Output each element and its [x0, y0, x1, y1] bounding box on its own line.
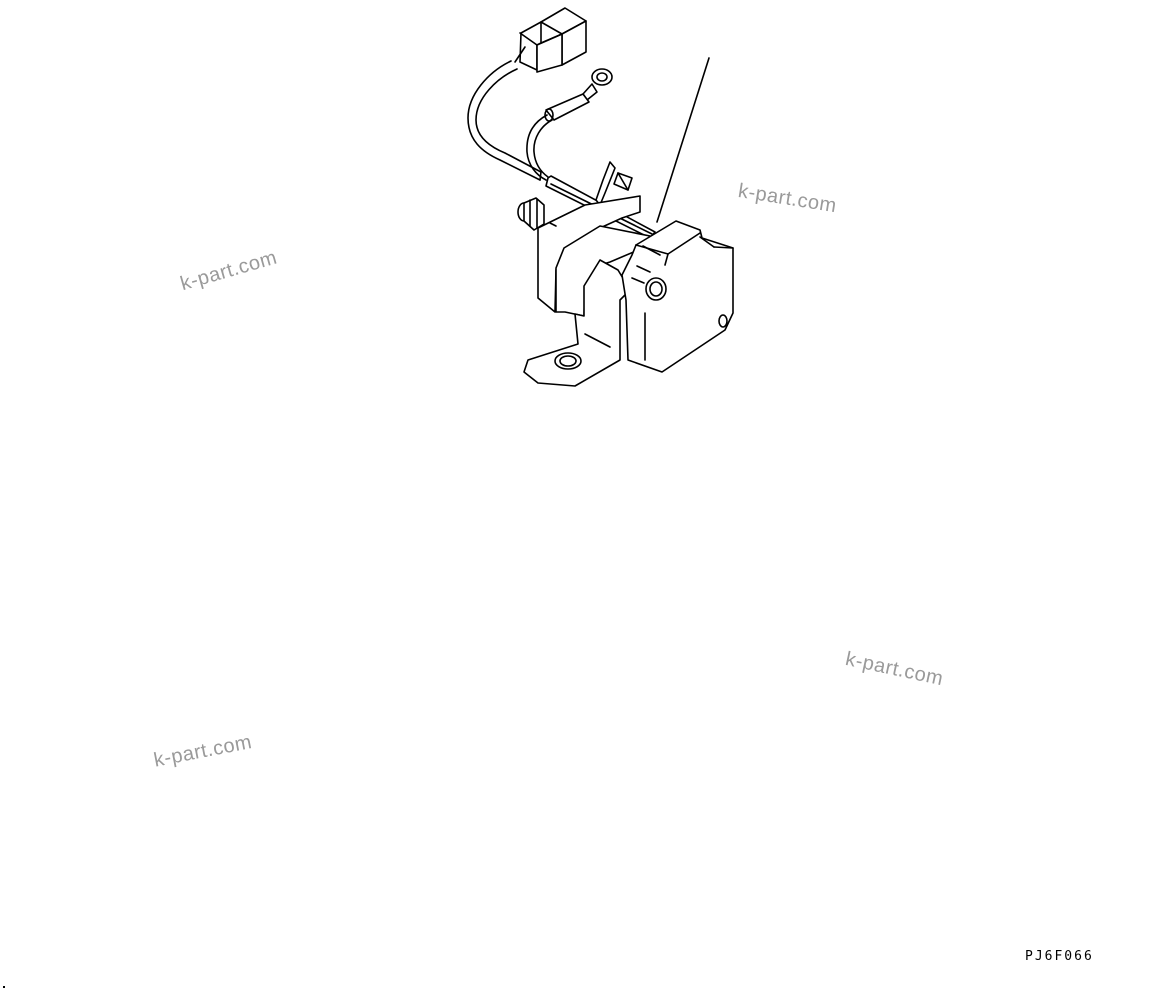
- figure-code: PJ6F066: [1025, 949, 1094, 964]
- ring-terminal: [526, 68, 613, 181]
- relay-front-cap: [621, 220, 734, 373]
- harness-clip: [595, 161, 633, 206]
- leader-line: [656, 57, 710, 223]
- connector-plug: [514, 7, 587, 73]
- mounting-bracket: [523, 259, 631, 387]
- corner-mark: [3, 986, 5, 988]
- terminal-nut: [517, 197, 545, 231]
